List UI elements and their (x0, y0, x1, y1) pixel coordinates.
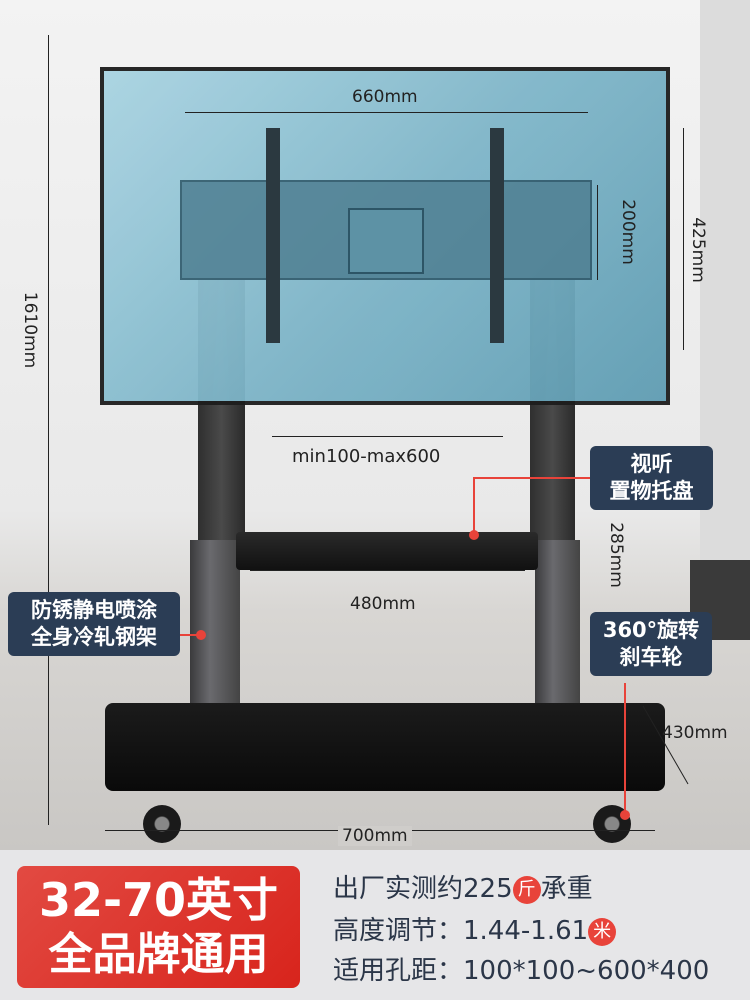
callout-line (624, 683, 626, 813)
callout-line (180, 634, 200, 636)
wheel-icon (143, 805, 181, 843)
tray-callout-line1: 视听 (630, 452, 673, 476)
left-rail (266, 128, 280, 343)
load-text: 出厂实测约225 (333, 874, 513, 904)
tray-callout: 视听 置物托盘 (590, 446, 713, 510)
tv-height-line (683, 128, 684, 350)
size-range: 32-70英寸 (38, 873, 279, 927)
height-text: 高度调节：1.44-1.61 (333, 916, 589, 946)
tv-width-line (185, 112, 588, 113)
tray-width-label: 480mm (350, 594, 416, 614)
height-dimension-line (48, 35, 49, 825)
frame-callout-line1: 防锈静电喷涂 (31, 598, 157, 622)
load-suffix: 承重 (540, 874, 593, 904)
base-depth-label: 430mm (662, 723, 728, 743)
callout-line (473, 477, 475, 534)
product-photo: 1610mm 660mm 200mm 425mm min100-max600 4… (0, 0, 750, 850)
wheels-callout-line1: 360°旋转 (602, 618, 700, 642)
frame-callout-line2: 全身冷轧钢架 (31, 625, 157, 649)
size-banner: 32-70英寸 全品牌通用 (17, 866, 300, 988)
av-tray (236, 532, 538, 570)
tray-callout-line2: 置物托盘 (609, 479, 694, 503)
wall-panel (700, 0, 750, 620)
wheels-callout-line2: 刹车轮 (619, 645, 683, 669)
spec-holes: 适用孔距：100*100~600*400 (333, 956, 710, 986)
center-plate (348, 208, 424, 274)
total-height-label: 1610mm (20, 291, 40, 369)
wheels-callout: 360°旋转 刹车轮 (590, 612, 712, 676)
callout-dot (620, 810, 630, 820)
tv-width-label: 660mm (352, 87, 418, 107)
callout-dot (196, 630, 206, 640)
height-unit-badge: 米 (588, 917, 617, 946)
hole-range-line (272, 436, 503, 437)
bracket-height-label: 200mm (618, 199, 638, 265)
frame-callout: 防锈静电喷涂 全身冷轧钢架 (8, 592, 180, 656)
callout-line (473, 477, 590, 479)
brand-compat: 全品牌通用 (48, 929, 269, 980)
tray-width-line (250, 570, 525, 571)
tray-height-label: 285mm (606, 522, 626, 588)
tv-height-label: 425mm (688, 217, 708, 283)
load-unit-badge: 斤 (512, 875, 541, 904)
bracket-height-line (597, 185, 598, 280)
base-plate (105, 703, 665, 791)
base-width-label: 700mm (338, 826, 412, 846)
callout-dot (469, 530, 479, 540)
hole-range-label: min100-max600 (292, 446, 441, 467)
right-rail (490, 128, 504, 343)
